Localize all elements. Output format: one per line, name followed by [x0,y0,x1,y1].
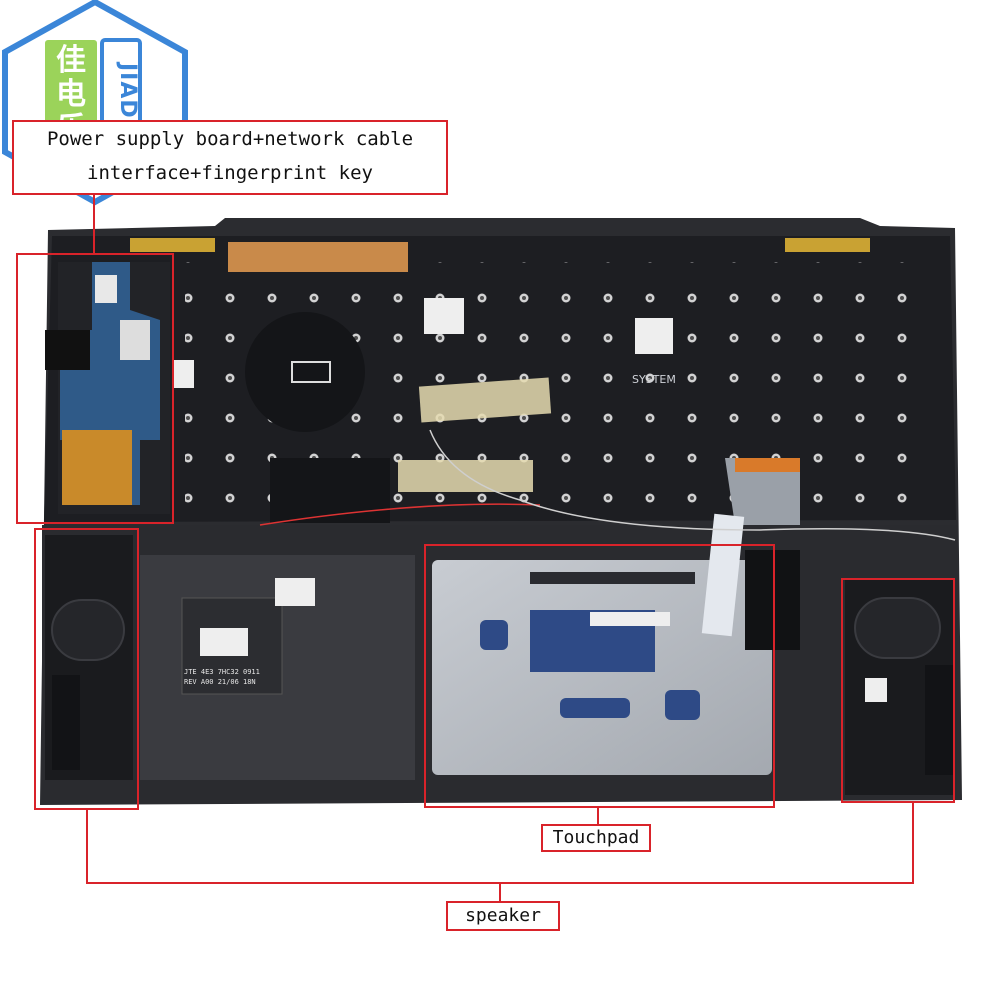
io-board [45,262,170,514]
sticker-text-b: REV A00 21/06 18N [184,678,256,686]
system-label: SYSTEM [632,373,676,386]
power-board-label-line2: interface+fingerprint key [87,162,373,184]
power-board-label: Power supply board+network cable interfa… [12,120,448,195]
speaker-label: speaker [446,901,560,931]
lower-section [42,513,957,800]
speaker-connector-down [499,882,501,901]
power-board-connector [93,194,95,254]
sticker-text-a: JTE 4E3 7HC32 0911 [184,668,260,676]
power-board-label-line1: Power supply board+network cable [46,128,414,150]
speaker-connector-right [912,803,914,884]
speaker-connector-left [86,810,88,884]
power-board-highlight [16,253,174,524]
touchpad-highlight [424,544,775,808]
right-speaker-highlight [841,578,955,803]
touchpad-connector [597,808,599,825]
left-speaker-highlight [34,528,139,810]
touchpad-label: Touchpad [541,824,651,852]
wires [259,429,956,541]
